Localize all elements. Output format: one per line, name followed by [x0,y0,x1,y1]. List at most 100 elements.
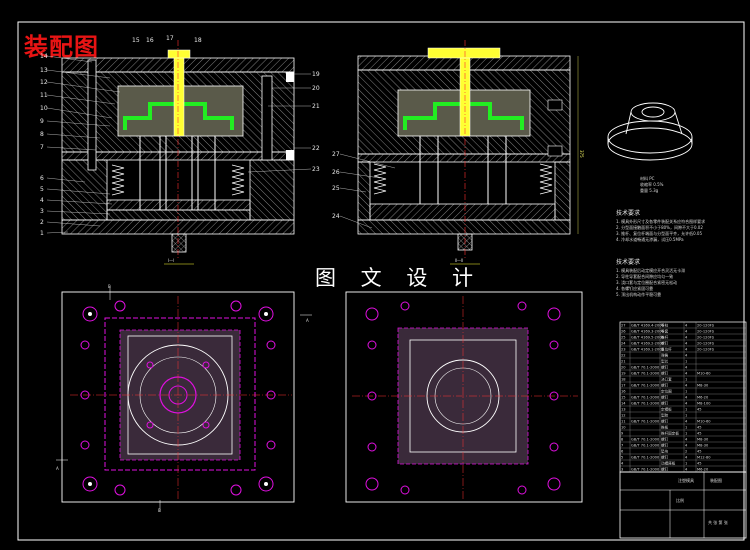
table-cell: 18 [621,378,626,382]
table-cell: GB/T 70.1-2000 [631,396,660,400]
table-cell: 螺钉 [661,395,669,400]
callout-18: 18 [194,37,202,44]
table-cell: 10 [621,426,626,430]
watermark-text: 图 文 设 计 [315,266,483,290]
svg-text:A: A [56,466,59,471]
table-cell: 螺钉 [661,443,669,448]
table-cell: 20-120FS [697,324,715,328]
svg-text:收缩率 0.5%: 收缩率 0.5% [640,181,664,187]
table-cell: 15 [621,396,626,400]
table-cell: 螺钉 [661,437,669,442]
table-cell: 4 [685,396,688,400]
table-cell: 20-120FS [697,336,715,340]
table-cell: GB/T 4169.1-2006 [631,348,665,352]
table-cell: 17 [621,384,626,388]
table-cell: 1 [685,462,687,466]
table-cell: GB/T 70.1-2000 [631,366,660,370]
table-cell: 推杆固定板 [661,431,679,436]
svg-text:4. 冷却水道畅通无渗漏，试压0.5MPa: 4. 冷却水道畅通无渗漏，试压0.5MPa [616,236,684,242]
callout-3: 3 [40,208,44,215]
svg-text:1. 模具装配后动定模应开合灵活无卡滞: 1. 模具装配后动定模应开合灵活无卡滞 [616,267,685,273]
table-cell: 11 [621,420,626,424]
table-cell: 45 [697,408,702,412]
table-cell: GB/T 70.1-2000 [631,372,660,376]
table-cell: GB/T 70.1-2000 [631,420,660,424]
table-cell: 1 [685,432,687,436]
table-cell: 浇口套 [661,377,672,382]
plan-view-fixed-half [345,291,583,503]
callout-7: 7 [40,144,44,151]
table-cell: M10-60 [697,372,711,376]
table-cell: 动模座板 [661,461,676,466]
technical-requirements-1: 技术要求 1. 模具外形尺寸及各零件装配关系应符合图样要求 2. 分型面接触面积… [616,209,705,242]
table-cell: 20-120FS [697,330,715,334]
table-cell: 1 [685,390,687,394]
side-view-dimension: 375 [579,150,584,158]
table-cell: 23 [621,348,626,352]
table-cell: 19 [621,372,626,376]
table-cell: GB/T 4169.2-2006 [631,342,665,346]
table-cell: GB/T 4169.3-2006 [631,330,665,334]
table-cell: 4 [685,330,688,334]
table-cell: 定模板 [661,407,672,412]
table-cell: 16 [621,390,626,394]
callout-13: 13 [40,67,48,74]
table-cell: M8-100 [697,402,711,406]
callout-12: 12 [40,79,48,86]
svg-text:4. 各螺钉应紧固可靠: 4. 各螺钉应紧固可靠 [616,285,653,291]
table-cell: 型芯 [661,359,669,364]
part-notes: 材料 PC 收缩率 0.5% 重量 5.3g [640,175,664,193]
table-cell: 45 [697,462,702,466]
callout-21: 21 [312,103,320,110]
table-cell: M6-20 [697,468,709,472]
callout-6: 6 [40,175,44,182]
part-isometric-sketch [607,102,693,161]
table-cell: 螺钉 [661,401,669,406]
table-cell: GB/T 70.1-2000 [631,402,660,406]
table-cell: 14 [621,402,626,406]
callout-25: 25 [332,185,340,192]
front-view-caption: Ⅰ—Ⅰ [168,258,174,263]
table-cell: M8-30 [697,438,709,442]
side-section-view [357,40,579,258]
table-cell: 推板 [661,425,669,430]
sheet-border [17,21,745,541]
callout-5: 5 [40,186,44,193]
table-cell: 4 [685,438,688,442]
table-cell: 26 [621,330,626,334]
table-cell: 6 [621,450,624,454]
table-cell: 螺钉 [661,341,669,346]
table-cell: 1 [685,426,687,430]
table-cell: 20-120FS [697,342,715,346]
table-cell: GB/T 70.1-2000 [631,468,660,472]
callout-14: 14 [40,53,48,60]
table-cell: 22 [621,354,626,358]
table-cell: 1 [685,408,687,412]
side-view-callouts: 27 26 25 24 [332,151,340,220]
title-block-name: 注塑模具 [678,477,694,483]
table-cell: 7 [621,444,623,448]
table-cell: 1 [685,414,687,418]
table-cell: 3 [621,468,623,472]
table-cell: 4 [685,456,688,460]
callout-15: 15 [132,37,140,44]
drawing-title: 装配图 [24,32,99,61]
table-cell: 4 [685,420,688,424]
title-block-sheet: 共 张 第 张 [708,519,728,525]
callout-22: 22 [312,145,320,152]
table-cell: M6-20 [697,396,709,400]
callout-19: 19 [312,71,320,78]
table-cell: 21 [621,360,626,364]
svg-text:2. 导柱导套配合间隙应均匀一致: 2. 导柱导套配合间隙应均匀一致 [616,273,673,279]
callout-10: 10 [40,105,48,112]
table-cell: 4 [685,402,688,406]
table-cell: 20 [621,366,626,370]
callout-26: 26 [332,169,340,176]
table-cell: M12-80 [697,456,711,460]
table-cell: 1 [685,378,687,382]
table-cell: 定位圈 [661,389,672,394]
front-view-callouts-right: 19 20 21 22 23 [312,71,320,173]
table-cell: 4 [685,324,688,328]
table-cell: GB/T 4169.5-2006 [631,336,665,340]
